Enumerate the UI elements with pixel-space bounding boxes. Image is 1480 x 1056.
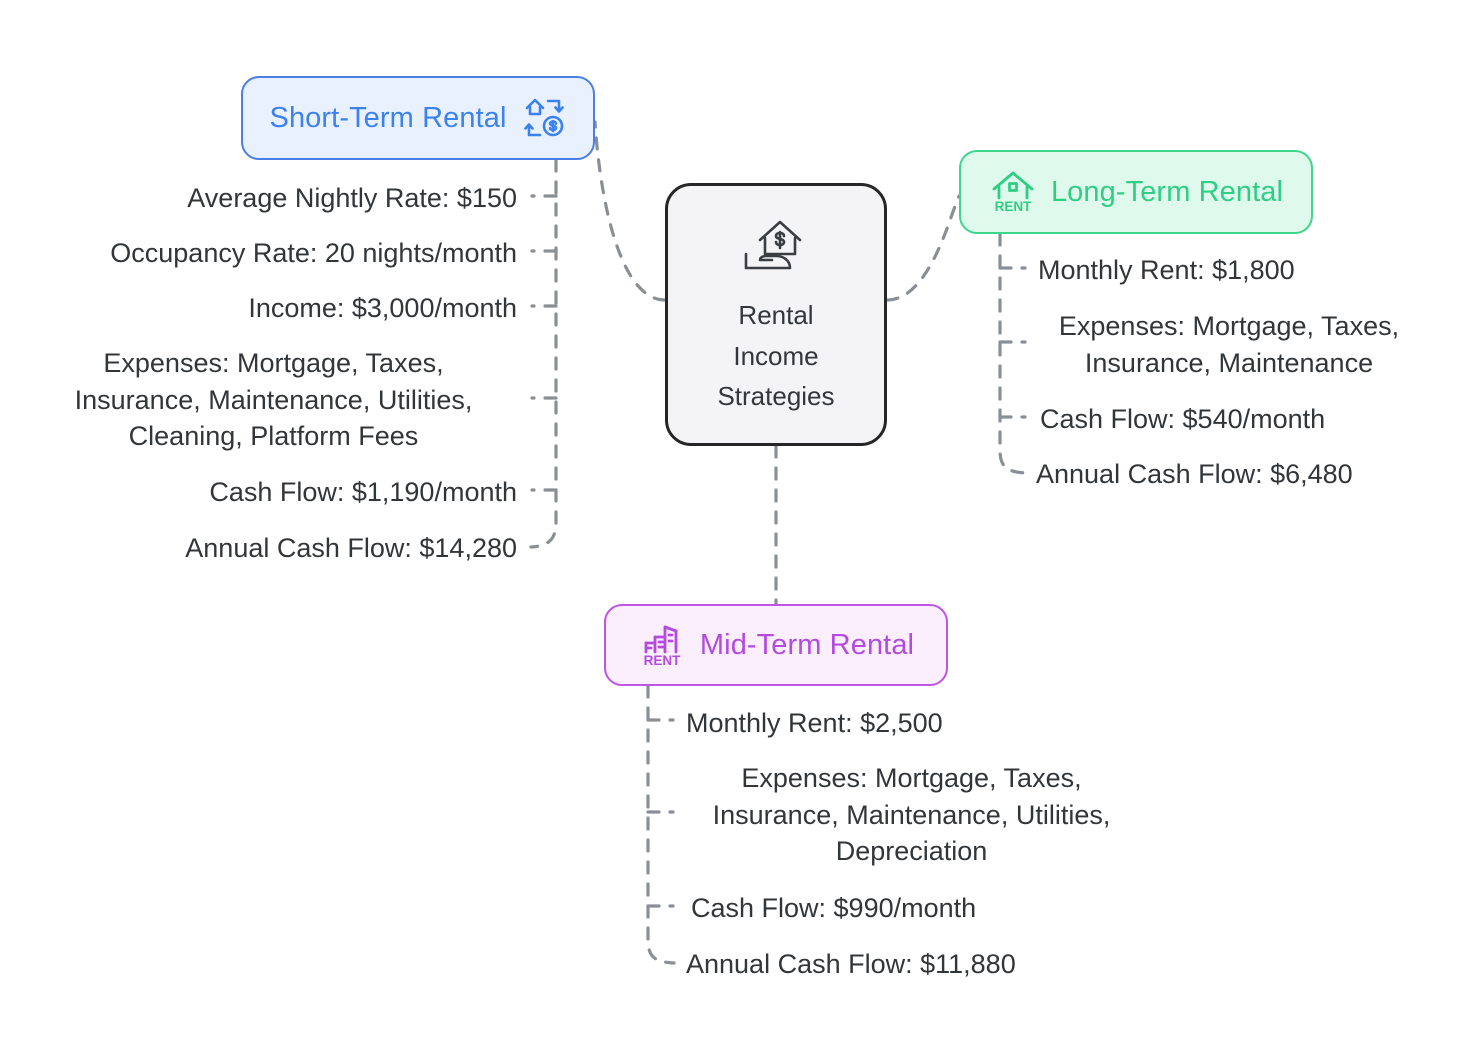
node-short-term-rental[interactable]: Short-Term Rental <box>241 76 595 160</box>
leaf-long-term-1-line-2: Insurance, Maintenance <box>1084 347 1374 378</box>
spine-mid-term <box>646 684 676 965</box>
node-long-term-rental[interactable]: RENT Long-Term Rental <box>959 150 1313 234</box>
leaf-mid-term-0: Monthly Rent: $2,500 <box>686 708 943 738</box>
edge-center-to-short-term <box>593 120 667 302</box>
house-rent-sign-icon: RENT <box>989 169 1037 215</box>
hand-holding-house-dollar-icon <box>738 214 814 281</box>
edge-center-to-long-term <box>885 194 961 302</box>
svg-text:RENT: RENT <box>644 653 682 668</box>
leaf-short-term-5: Annual Cash Flow: $14,280 <box>185 533 517 563</box>
node-long-term-label: Long-Term Rental <box>1050 175 1284 208</box>
leaf-short-term-3-line-1: Expenses: Mortgage, Taxes, <box>103 348 444 378</box>
leaf-long-term-2: Cash Flow: $540/month <box>1040 404 1326 434</box>
leaf-short-term-1: Occupancy Rate: 20 nights/month <box>110 238 517 268</box>
center-node-line-3: Strategies <box>717 381 835 412</box>
apartment-rent-sign-icon: RENT <box>638 622 686 668</box>
leaf-short-term-3: Expenses: Mortgage, Taxes, Insurance, Ma… <box>30 345 517 455</box>
spine-short-term <box>529 158 558 549</box>
leaf-mid-term-3: Annual Cash Flow: $11,880 <box>686 949 1016 979</box>
svg-text:RENT: RENT <box>995 199 1033 214</box>
node-short-term-label: Short-Term Rental <box>269 101 507 134</box>
leaf-short-term-0: Average Nightly Rate: $150 <box>187 183 517 213</box>
leaf-long-term-1-line-1: Expenses: Mortgage, Taxes, <box>1058 311 1400 341</box>
center-node-line-2: Income <box>733 340 819 371</box>
leaf-mid-term-1: Expenses: Mortgage, Taxes, Insurance, Ma… <box>680 760 1143 870</box>
leaf-short-term-3-line-3: Cleaning, Platform Fees <box>128 421 419 452</box>
leaf-long-term-0: Monthly Rent: $1,800 <box>1038 255 1295 285</box>
leaf-long-term-3: Annual Cash Flow: $6,480 <box>1036 459 1353 489</box>
leaf-mid-term-1-line-3: Depreciation <box>835 836 988 867</box>
node-mid-term-rental[interactable]: RENT Mid-Term Rental <box>604 604 948 686</box>
node-mid-term-label: Mid-Term Rental <box>699 628 915 661</box>
house-exchange-dollar-icon <box>521 95 567 141</box>
leaf-mid-term-1-line-1: Expenses: Mortgage, Taxes, <box>741 763 1082 793</box>
leaf-short-term-3-line-2: Insurance, Maintenance, Utilities, <box>74 384 473 415</box>
leaf-mid-term-1-line-2: Insurance, Maintenance, Utilities, <box>712 799 1111 830</box>
leaf-short-term-2: Income: $3,000/month <box>248 293 517 323</box>
center-node-line-1: Rental <box>738 299 814 330</box>
spine-long-term <box>998 232 1028 475</box>
leaf-long-term-1: Expenses: Mortgage, Taxes, Insurance, Ma… <box>1036 308 1422 381</box>
leaf-short-term-4: Cash Flow: $1,190/month <box>209 477 517 507</box>
leaf-mid-term-2: Cash Flow: $990/month <box>691 893 977 923</box>
center-node[interactable]: Rental Income Strategies <box>665 183 887 446</box>
